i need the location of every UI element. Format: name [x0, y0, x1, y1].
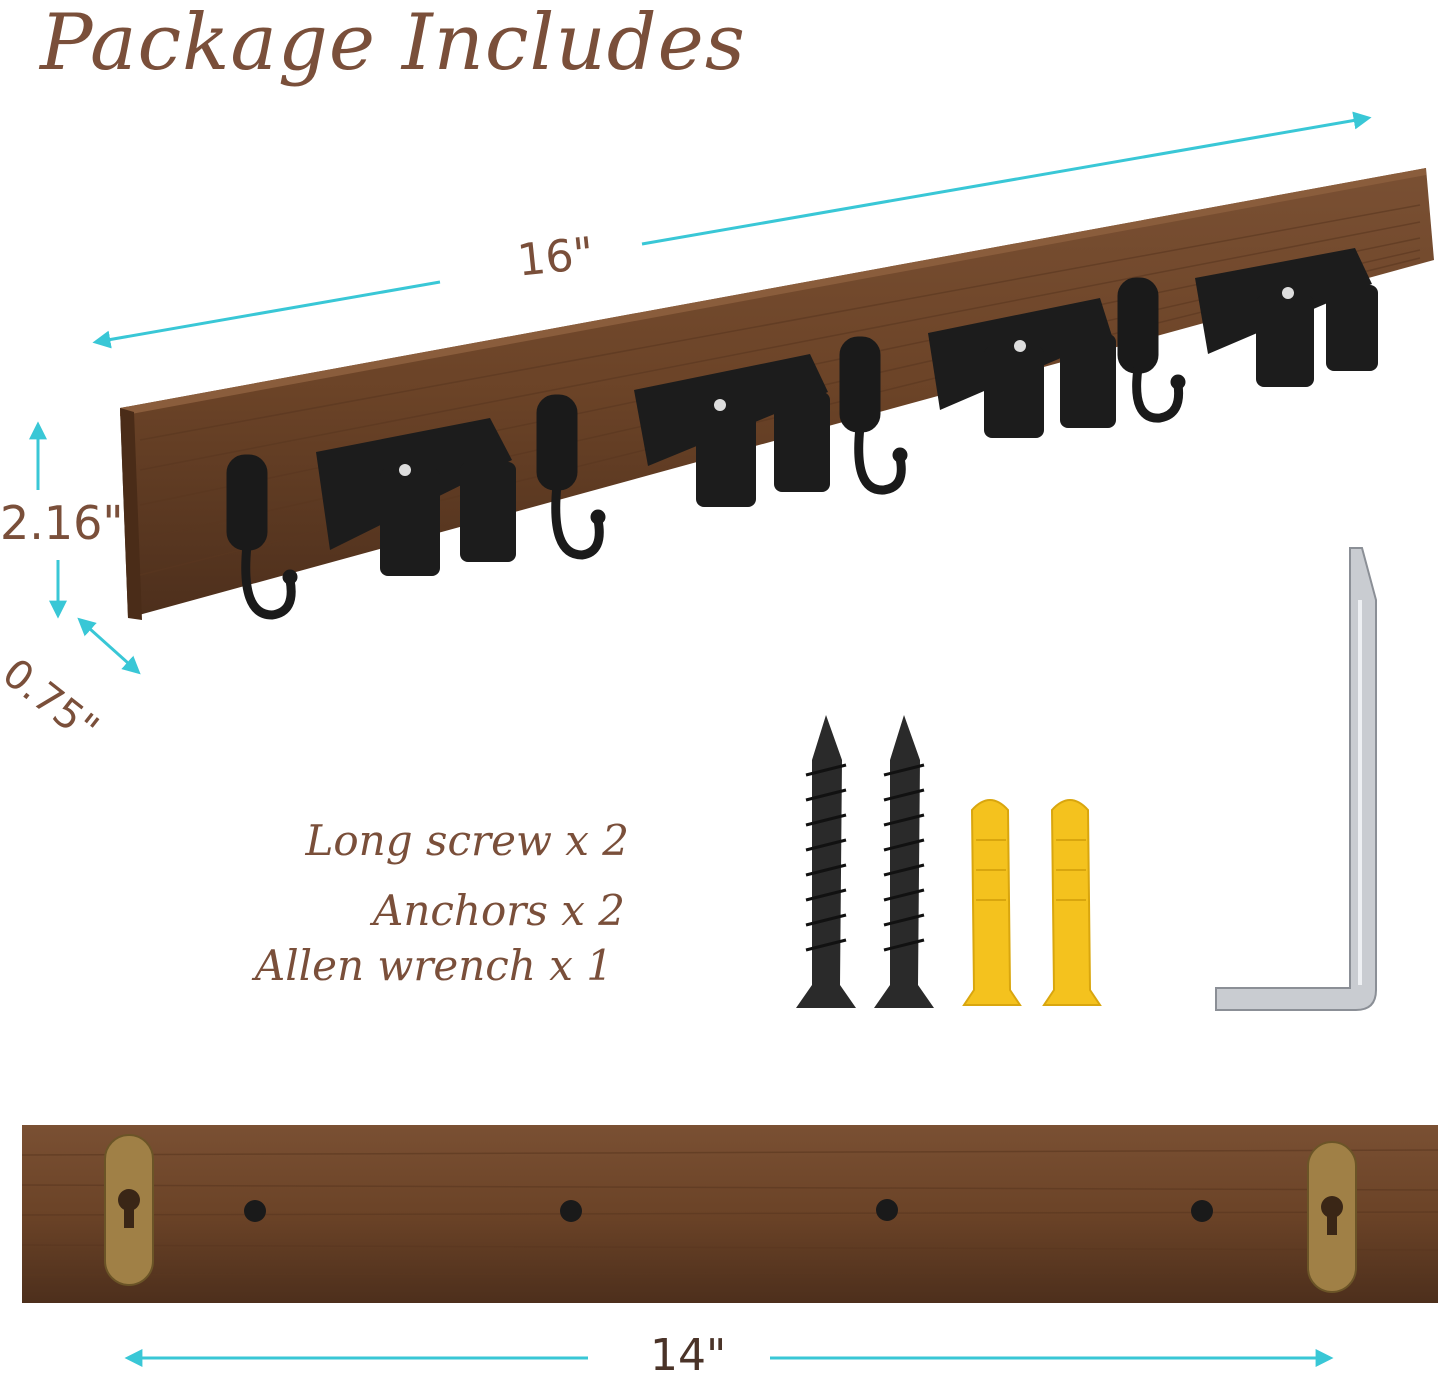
hook-icon	[536, 394, 606, 560]
hook-icon	[226, 454, 298, 620]
dimension-length-bottom: 14"	[650, 1330, 727, 1381]
screw-head-icon	[244, 1199, 1213, 1222]
part-label-allen-wrench: Allen wrench x 1	[254, 941, 613, 990]
allen-wrench-icon	[1215, 547, 1377, 1011]
long-screw-icon	[796, 715, 856, 1008]
part-label-long-screw: Long screw x 2	[305, 816, 629, 865]
hook-icon	[839, 336, 908, 495]
dimension-length-top: 16"	[515, 228, 597, 287]
dimension-height: 2.16"	[0, 496, 124, 550]
wood-board-back	[21, 1125, 1439, 1303]
keyhole-hanger-icon	[104, 1134, 154, 1286]
anchor-icon	[1042, 799, 1102, 1006]
anchor-icon	[962, 799, 1022, 1006]
hook-icon	[1117, 277, 1186, 423]
mop-gripper-icon	[316, 418, 516, 576]
page-title: Package Includes	[40, 0, 746, 88]
dimension-arrows	[29, 111, 1372, 1367]
part-label-anchors: Anchors x 2	[373, 886, 625, 935]
mop-gripper-icon	[1195, 248, 1378, 387]
mop-gripper-icon	[634, 354, 830, 507]
long-screw-icon	[874, 715, 934, 1008]
mop-gripper-icon	[928, 298, 1116, 438]
keyhole-hanger-icon	[1307, 1141, 1357, 1293]
